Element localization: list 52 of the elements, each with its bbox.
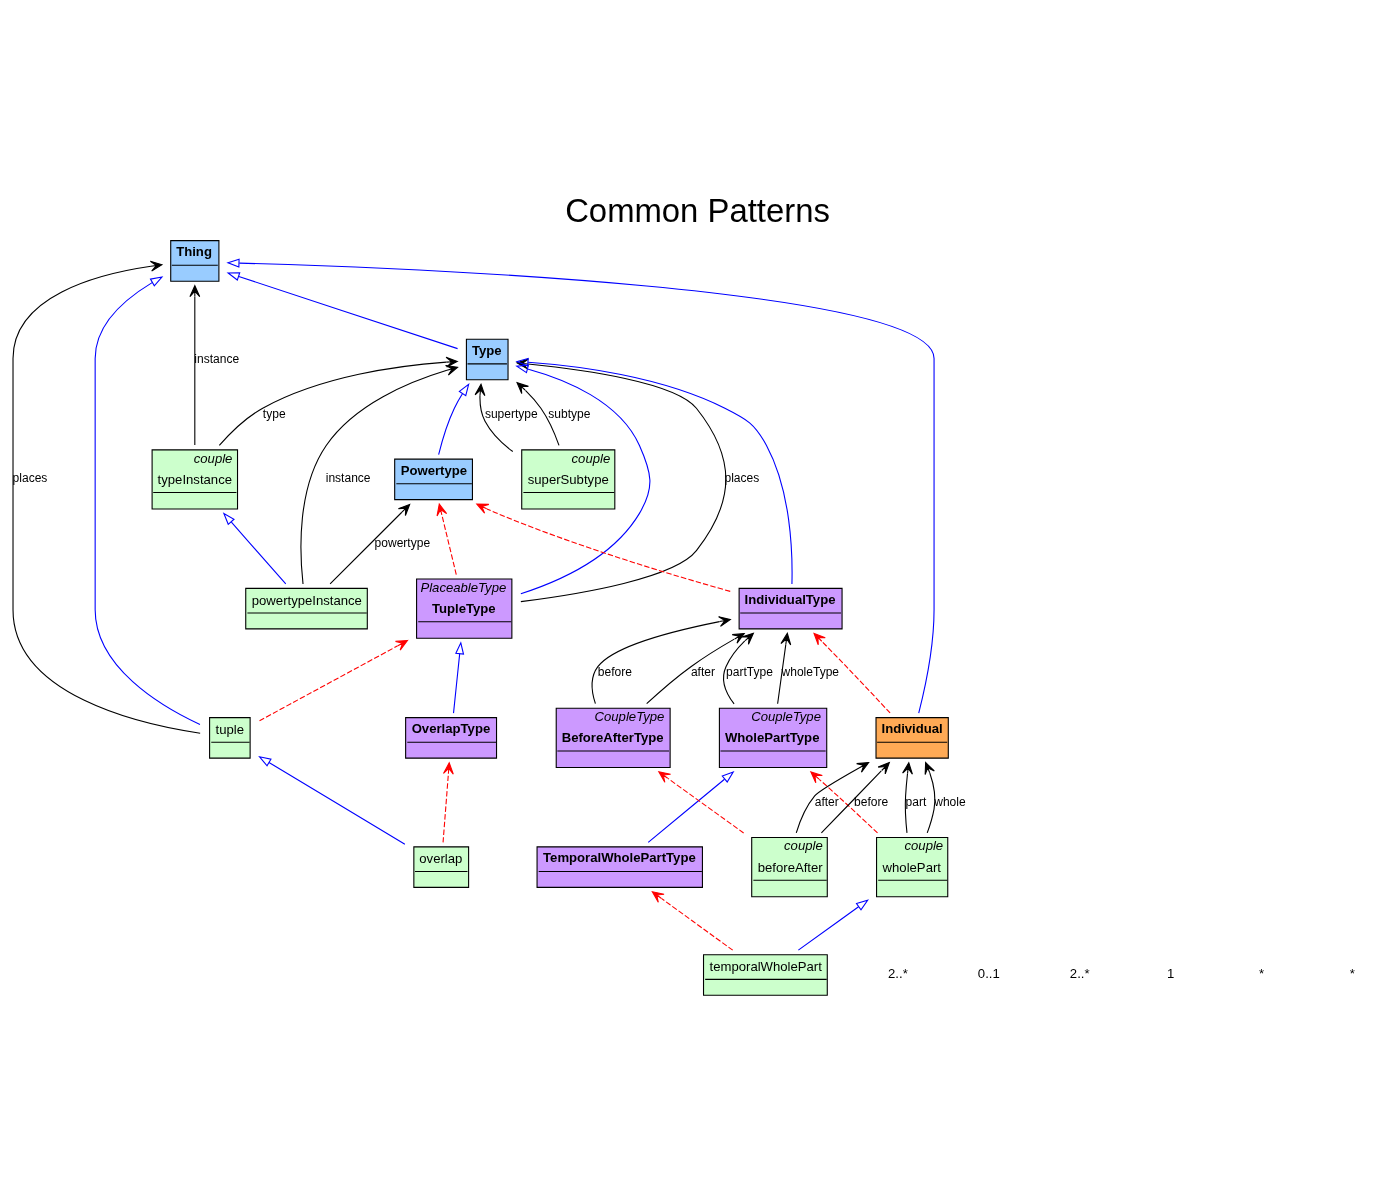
arrow (924, 761, 936, 833)
arrow (258, 755, 406, 845)
edge-label: after (690, 664, 716, 679)
arrow (795, 761, 870, 833)
edge-label: instance (194, 351, 240, 366)
arrow (797, 898, 869, 951)
arrow (591, 615, 731, 704)
edge-label: partType (726, 664, 773, 679)
arrow (329, 503, 411, 584)
arrow (647, 770, 735, 843)
arrow (12, 260, 201, 734)
arrow (436, 503, 457, 575)
arrow (651, 890, 734, 951)
edge-label: type (262, 406, 286, 421)
arrow (813, 632, 891, 713)
arrow (452, 640, 465, 714)
arrow (438, 382, 470, 455)
arrow (442, 761, 454, 843)
arrow (222, 511, 287, 584)
arrow (189, 284, 201, 446)
edge-label: instance (325, 470, 371, 485)
arrow (226, 258, 935, 714)
label: * (1258, 965, 1265, 981)
label: 1 (1166, 965, 1175, 981)
arrow (646, 632, 745, 704)
edge-label: after (814, 794, 839, 809)
arrow (474, 383, 514, 452)
arrow (810, 770, 879, 833)
arrow (259, 639, 409, 721)
arrow (658, 770, 745, 833)
edge-label: subtype (548, 406, 591, 421)
arrow (777, 632, 792, 704)
label: * (1349, 965, 1355, 981)
arrow (476, 503, 731, 592)
edge-label: powertype (374, 535, 431, 550)
arrow (902, 761, 913, 833)
arrow (820, 761, 890, 833)
label: 0..1 (977, 965, 1000, 981)
arrow (515, 364, 651, 594)
edge-label: before (854, 794, 889, 809)
arrow (218, 356, 458, 446)
arrow (226, 271, 459, 349)
label: 2..* (1069, 965, 1090, 981)
edge-label: before (597, 664, 632, 679)
edge-label: part (905, 794, 927, 809)
arrow (94, 275, 201, 725)
diagram-title: Common Patterns (565, 191, 830, 229)
arrow (516, 381, 560, 446)
arrow (723, 632, 754, 704)
label: 2..* (888, 965, 908, 981)
arrow (300, 364, 459, 585)
edge-label: supertype (484, 406, 538, 421)
